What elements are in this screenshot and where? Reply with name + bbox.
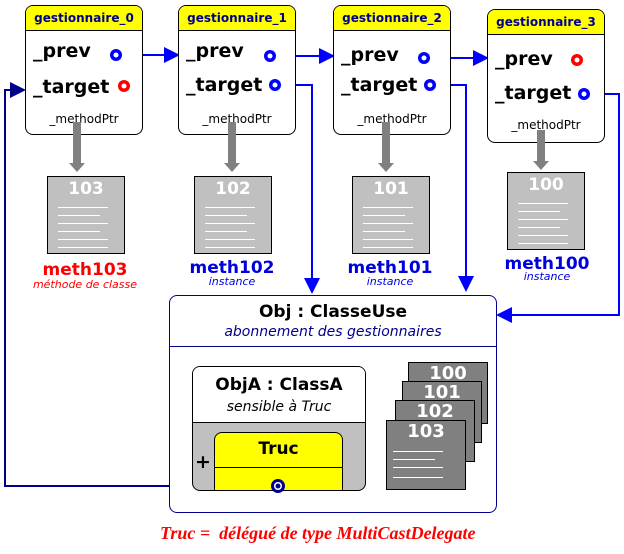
method-name: meth101: [347, 258, 433, 278]
null-pointer-icon: [118, 80, 130, 92]
obj-title: Obj : ClasseUse: [258, 302, 408, 322]
target-field: _target: [341, 74, 418, 96]
obja-subtitle: sensible à Truc: [226, 399, 332, 415]
method-code: 103: [68, 179, 104, 199]
truc-pointer-icon: [271, 479, 285, 493]
linked-pointer-icon: [269, 79, 281, 91]
method-name: meth102: [189, 258, 275, 278]
obja-title: ObjA : ClassA: [215, 375, 343, 395]
gestionnaire-title: gestionnaire_2: [334, 6, 450, 31]
gestionnaire-2: gestionnaire_2 _prev _target _methodPtr: [333, 5, 451, 135]
arrowhead-icon: [224, 163, 240, 172]
truc-link: [4, 82, 278, 487]
method-code: 100: [528, 175, 564, 195]
obj-subtitle: abonnement des gestionnaires: [224, 324, 442, 340]
method-kind: méthode de classe: [32, 278, 138, 291]
target-field: _target: [33, 76, 110, 98]
gestionnaire-title: gestionnaire_1: [179, 6, 295, 31]
stack-doc-103: 103: [386, 420, 466, 490]
obj-classeuse: Obj : ClasseUse abonnement des gestionna…: [169, 295, 497, 513]
arrowhead-icon: [533, 161, 549, 170]
null-pointer-icon: [571, 54, 583, 66]
methodptr-field: _methodPtr: [357, 112, 427, 126]
gestionnaire-title: gestionnaire_3: [488, 10, 604, 35]
obja-classa: ObjA : ClassA sensible à Truc + Truc: [192, 366, 366, 491]
method-kind: instance: [208, 275, 256, 288]
method-doc-101: 101: [352, 176, 430, 254]
linked-pointer-icon: [578, 88, 590, 100]
method-code: 102: [215, 179, 251, 199]
method-kind: instance: [523, 270, 571, 283]
target-field: _target: [495, 82, 572, 104]
methodptr-arrow: [73, 122, 81, 164]
linked-pointer-icon: [418, 52, 430, 64]
stack-code: 103: [407, 421, 445, 442]
prev-field: _prev: [186, 40, 244, 62]
public-modifier: +: [195, 451, 211, 473]
method-doc-102: 102: [194, 176, 272, 254]
method-doc-103: 103: [47, 176, 125, 254]
methodptr-arrow: [382, 122, 390, 164]
prev-field: _prev: [341, 44, 399, 66]
methodptr-field: _methodPtr: [49, 112, 119, 126]
method-name: meth103: [42, 260, 128, 280]
gestionnaire-title: gestionnaire_0: [26, 6, 142, 31]
prev-field: _prev: [33, 40, 91, 62]
gestionnaire-1: gestionnaire_1 _prev _target _methodPtr: [178, 5, 296, 135]
prev-field: _prev: [495, 48, 553, 70]
caption: Truc = délégué de type MultiCastDelegate: [160, 523, 476, 543]
methodptr-field: _methodPtr: [202, 112, 272, 126]
delegate-name: Truc: [258, 439, 299, 459]
methodptr-field: _methodPtr: [511, 118, 581, 132]
divider: [170, 346, 496, 347]
method-code: 101: [373, 179, 409, 199]
arrowhead-icon: [69, 163, 85, 172]
methodptr-arrow: [537, 130, 545, 162]
gestionnaire-3: gestionnaire_3 _prev _target _methodPtr: [487, 9, 605, 143]
methodptr-arrow: [228, 122, 236, 164]
linked-pointer-icon: [264, 50, 276, 62]
linked-pointer-icon: [110, 49, 122, 61]
method-name: meth100: [504, 254, 590, 274]
arrowhead-icon: [378, 163, 394, 172]
linked-pointer-icon: [424, 79, 436, 91]
method-doc-100: 100: [507, 172, 585, 250]
method-kind: instance: [366, 275, 414, 288]
target-field: _target: [186, 74, 263, 96]
gestionnaire-0: gestionnaire_0 _prev _target _methodPtr: [25, 5, 143, 135]
